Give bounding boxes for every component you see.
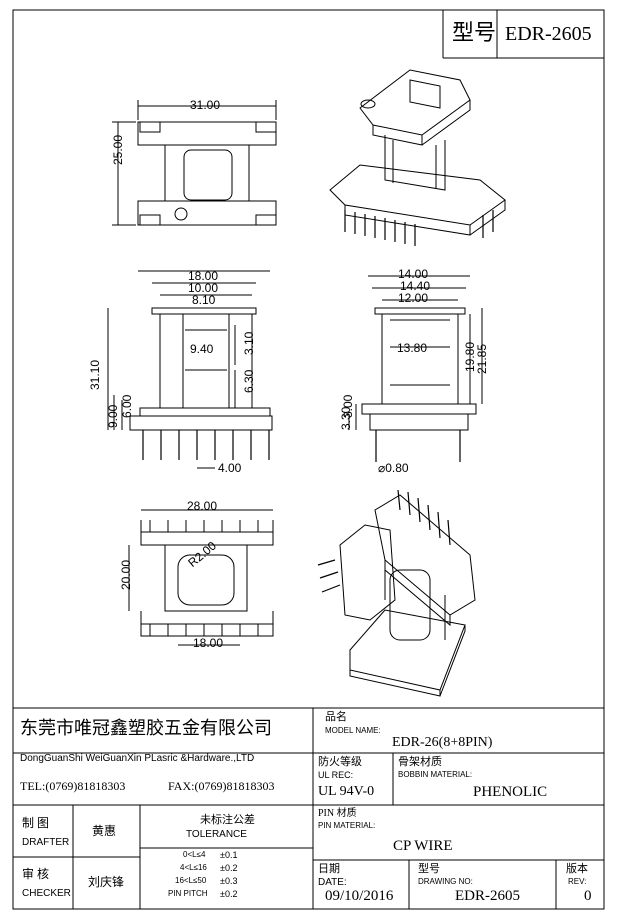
company-name-cn: 东莞市唯冠鑫塑胶五金有限公司 [20, 718, 272, 738]
iso-view-bottom [317, 489, 476, 697]
tolerance-label: TOLERANCE [186, 829, 247, 840]
model-name-value: EDR-26(8+8PIN) [392, 735, 493, 750]
tolerance-range-3: 16<L≤50 [175, 876, 207, 885]
date-label: DATE: [318, 877, 347, 888]
rev-cn: 版本 [566, 863, 588, 875]
model-name-label: MODEL NAME: [325, 726, 381, 735]
drafter-name: 黄惠 [92, 824, 117, 838]
top-view [112, 100, 277, 226]
tolerance-range-4: PIN PITCH [168, 889, 208, 898]
ul-rec-cn: 防火等级 [318, 756, 362, 768]
bottom-view [128, 509, 274, 646]
drafter-cn: 制 图 [22, 816, 50, 830]
dim-side-f: 21.85 [475, 343, 489, 374]
bobbin-material-value: PHENOLIC [473, 784, 548, 800]
pin-material-cn: PIN 材质 [318, 808, 357, 819]
tolerance-range-1: 0<L≤4 [183, 850, 206, 859]
side-view [348, 275, 483, 462]
drawing-no-cn: 型号 [418, 863, 440, 875]
date-cn: 日期 [318, 863, 340, 875]
dim-front-h: 9.00 [106, 404, 120, 428]
dim-front-g: 6.30 [242, 369, 256, 393]
dim-side-c: 12.00 [398, 291, 429, 305]
checker-cn: 审 核 [22, 867, 50, 881]
company-fax: FAX:(0769)81818303 [168, 779, 275, 793]
tolerance-range-2: 4<L≤16 [180, 863, 207, 872]
bobbin-material-label: BOBBIN MATERIAL: [398, 770, 473, 779]
iso-view-top [329, 69, 506, 246]
header-model-box [442, 10, 604, 59]
bobbin-material-cn: 骨架材质 [398, 756, 442, 768]
date-value: 09/10/2016 [325, 888, 394, 904]
ul-rec-value: UL 94V-0 [318, 784, 375, 799]
drawing-no-label: DRAWING NO: [418, 877, 473, 886]
dim-front-d: 9.40 [190, 342, 214, 356]
dim-front-i: 6.00 [120, 394, 134, 418]
company-name-en: DongGuanShi WeiGuanXin PLasric &Hardware… [20, 753, 255, 764]
header-model-value: EDR-2605 [505, 23, 592, 45]
title-block-grid [13, 707, 604, 909]
tolerance-value-1: ±0.1 [220, 850, 238, 860]
tolerance-value-3: ±0.3 [220, 876, 238, 886]
dim-front-b: 10.00 [188, 281, 219, 295]
checker-name: 刘庆锋 [88, 875, 125, 889]
drafter-label: DRAFTER [22, 837, 70, 848]
dim-side-h: 3.00 [341, 394, 355, 418]
dim-top-width: 31.00 [190, 98, 221, 112]
dim-front-e: 3.10 [242, 331, 256, 355]
dim-side-d: 13.80 [397, 341, 428, 355]
tolerance-cn: 未标注公差 [200, 814, 255, 826]
dim-side-b: 14.40 [400, 279, 431, 293]
company-tel: TEL:(0769)81818303 [20, 779, 126, 793]
model-name-cn: 品名 [325, 711, 347, 723]
dim-top-height: 25.00 [111, 134, 125, 165]
ul-rec-label: UL REC: [318, 770, 354, 780]
tolerance-value-4: ±0.2 [220, 889, 238, 899]
drawing-no-value: EDR-2605 [455, 888, 520, 904]
dim-bottom-inner: 18.00 [193, 636, 224, 650]
checker-label: CHECKER [22, 888, 71, 899]
dim-bottom-height: 20.00 [119, 559, 133, 590]
pin-material-label: PIN MATERIAL: [318, 821, 376, 830]
drawing-border [12, 9, 605, 910]
pin-material-value: CP WIRE [393, 838, 453, 854]
rev-label: REV: [568, 877, 587, 886]
dim-front-f: 31.10 [88, 359, 102, 390]
dim-front-pitch: 4.00 [218, 461, 242, 475]
dim-bottom-width: 28.00 [187, 499, 218, 513]
dim-side-pin: ⌀0.80 [378, 461, 409, 475]
tolerance-value-2: ±0.2 [220, 863, 238, 873]
dim-side-a: 14.00 [398, 267, 429, 281]
rev-value: 0 [584, 888, 592, 904]
front-view [107, 270, 273, 469]
dim-front-a: 18.00 [188, 269, 219, 283]
header-model-label: 型号 [452, 20, 497, 45]
dim-front-c: 8.10 [192, 293, 216, 307]
